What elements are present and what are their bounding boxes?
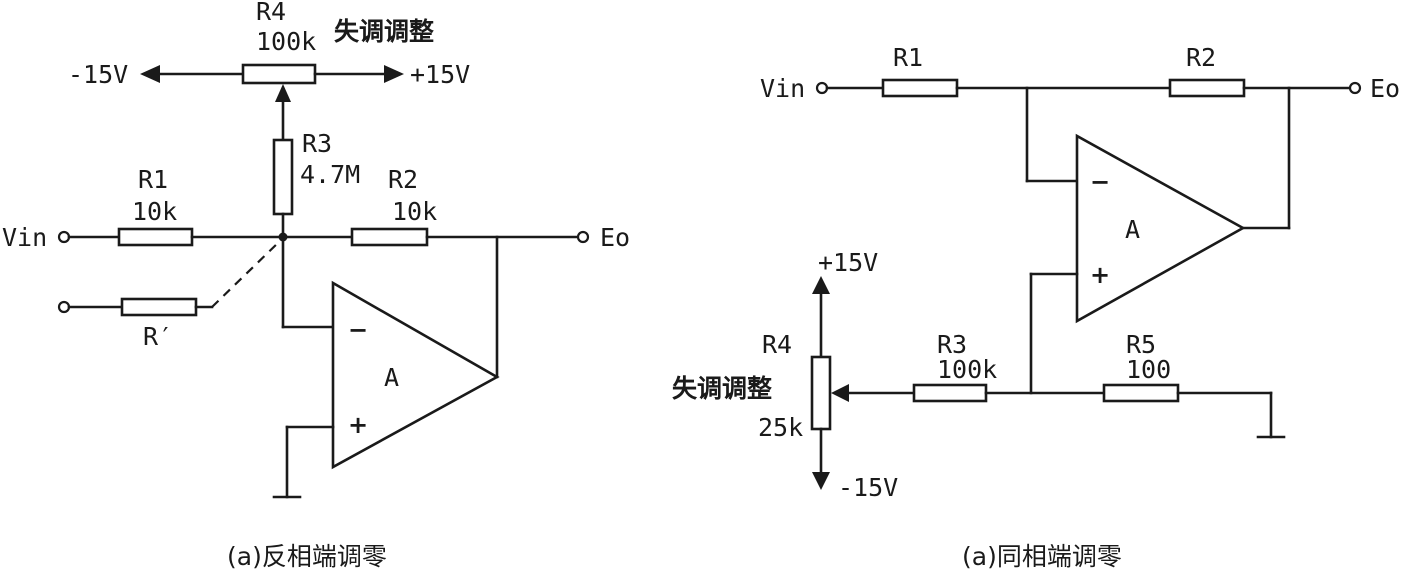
left-pos-supply-arrow [384,65,404,83]
right-r4-wiper-arrow [831,384,849,402]
right-r3-name: R3 [937,330,967,359]
right-eo-label: Eo [1370,74,1400,103]
right-vin-terminal [815,81,829,95]
right-r2-resistor [1168,78,1246,98]
left-r4-name: R4 [256,0,286,26]
right-pos-supply-label: +15V [818,248,878,277]
left-r3-resistor [272,138,294,216]
right-circuit: Vin Eo R1 R2 A − + +15V -15V R4 失调调整 25k… [672,43,1400,571]
left-rprime-terminal [57,300,71,314]
right-neg-supply-label: -15V [838,473,898,502]
left-r1-name: R1 [138,165,168,194]
right-r5-resistor [1102,383,1180,403]
left-r4-potentiometer [241,63,317,85]
right-eo-terminal [1348,81,1362,95]
right-r4-value: 25k [758,413,803,442]
right-r4-note: 失调调整 [672,374,772,403]
left-neg-supply-arrow [140,65,160,83]
right-r3-value: 100k [937,355,997,384]
right-opamp-label: A [1125,215,1140,244]
right-caption: (a)同相端调零 [962,542,1122,571]
left-r4-value: 100k [256,27,316,56]
left-opamp [331,280,500,470]
right-pos-supply-arrow [812,276,830,294]
right-r5-name: R5 [1126,330,1156,359]
left-vin-label: Vin [2,223,47,252]
right-opamp [1075,133,1246,324]
left-vin-terminal [57,230,71,244]
right-opamp-plus: + [1090,261,1110,289]
left-rprime-dashed-link [211,239,282,308]
left-circuit: R4 100k 失调调整 -15V +15V R3 4.7M R1 10k R2… [2,0,630,571]
right-neg-supply-arrow [812,472,830,490]
left-caption: (a)反相端调零 [227,542,387,571]
left-r3-value: 4.7M [300,160,360,189]
left-neg-supply-label: -15V [68,60,128,89]
left-opamp-minus: − [348,316,368,344]
right-r3-resistor [912,383,988,403]
left-r4-note: 失调调整 [334,17,434,46]
right-r1-name: R1 [893,43,923,72]
left-rprime-label: R′ [143,322,173,351]
left-eo-terminal [576,230,590,244]
left-eo-label: Eo [600,223,630,252]
left-r4-wiper-arrow [275,84,291,102]
left-r2-resistor [350,227,429,247]
left-r1-resistor [117,227,194,247]
right-r5-value: 100 [1126,355,1171,384]
left-pos-supply-label: +15V [410,60,470,89]
left-opamp-label: A [384,363,399,392]
left-r2-name: R2 [388,165,418,194]
left-r1-value: 10k [132,197,177,226]
right-vin-label: Vin [760,74,805,103]
left-opamp-plus: + [348,411,368,439]
right-r4-name: R4 [762,330,792,359]
left-rprime-resistor [120,297,198,317]
right-opamp-minus: − [1090,168,1110,196]
right-r1-resistor [881,78,959,98]
right-r2-name: R2 [1186,43,1216,72]
left-r2-value: 10k [392,197,437,226]
right-r4-potentiometer [810,355,832,431]
left-r3-name: R3 [302,129,332,158]
